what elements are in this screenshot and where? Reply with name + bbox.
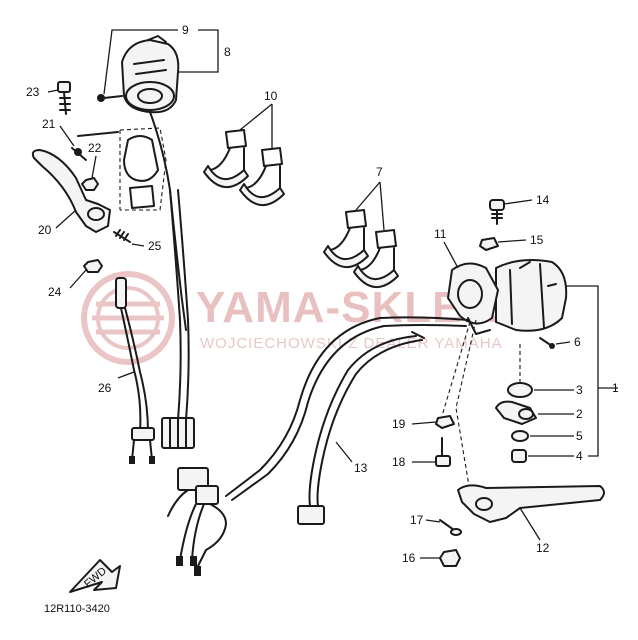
leader-8 [178,29,219,73]
brake-lever-12 [457,484,605,523]
part-3 [507,382,533,398]
leader-22 [91,155,97,179]
leader-25 [131,243,145,247]
washer-15 [479,237,499,251]
right-handlebar-switch [447,259,568,335]
nut-22 [81,177,99,191]
leader-10 [239,103,273,148]
pin-17 [439,519,462,536]
switch-2 [495,400,537,425]
leader-23 [47,89,59,93]
bolt-18 [435,437,451,467]
leader-15 [497,239,527,243]
callout-labels: 1 2 3 4 5 6 7 8 9 10 11 12 13 14 15 16 1… [26,23,619,565]
drawing-code: 12R110-3420 [44,603,110,615]
callout-22: 22 [88,141,102,155]
leader-20 [55,209,77,229]
leader-6 [555,341,571,345]
callout-19: 19 [392,417,406,431]
callout-26: 26 [98,381,112,395]
leader-1 [566,285,618,457]
callout-4: 4 [576,449,583,463]
leader-21 [59,125,75,147]
leader-24 [69,269,87,289]
callout-6: 6 [574,335,581,349]
clutch-lever [31,149,111,233]
callout-8: 8 [224,45,231,59]
watermark-logo-icon [81,271,175,365]
leader-14 [503,199,533,205]
screw-4 [511,449,527,463]
handlebar-holder [77,127,167,211]
callout-7: 7 [376,165,383,179]
main-switch [97,35,187,331]
nut-24 [83,259,103,273]
callout-13: 13 [354,461,368,475]
leader-26 [117,371,135,379]
callout-1: 1 [612,381,619,395]
callout-5: 5 [576,429,583,443]
screw-25 [113,229,131,243]
callout-25: 25 [148,239,162,253]
screw-14 [489,199,505,225]
clutch-switch-26 [115,277,155,464]
brake-switch-cable-13 [225,316,469,525]
assembly-line-right [441,319,521,493]
leader-13 [335,441,353,463]
callout-16: 16 [402,551,416,565]
callout-18: 18 [392,455,406,469]
callout-12: 12 [536,541,550,555]
leader-7 [355,181,385,231]
watermark-subtitle: WOJCIECHOWSKI Z DEALER YAMAHA [200,335,503,352]
bolt-21 [71,147,87,161]
leader-19 [411,421,437,425]
callout-23: 23 [26,85,40,99]
callout-15: 15 [530,233,544,247]
clip-pair-7 [323,209,399,288]
nut-16 [439,549,461,567]
callout-24: 24 [48,285,62,299]
main-switch-harness [161,189,195,449]
bolt-23 [57,81,71,115]
leader-9 [103,29,178,95]
leader-17 [425,519,441,523]
washer-5 [511,430,529,442]
callout-9: 9 [182,23,189,37]
callout-2: 2 [576,407,583,421]
callout-3: 3 [576,383,583,397]
screw-6 [539,337,555,349]
callout-21: 21 [42,117,56,131]
callout-10: 10 [264,89,278,103]
washer-19 [435,415,455,429]
clip-pair-10 [203,129,285,206]
forward-arrow-icon [69,559,121,593]
callout-20: 20 [38,223,52,237]
callout-14: 14 [536,193,550,207]
leader-11 [443,241,459,269]
leader-12 [519,507,541,541]
callout-11: 11 [434,227,447,241]
connector-cluster [167,467,227,576]
callout-17: 17 [410,513,424,527]
